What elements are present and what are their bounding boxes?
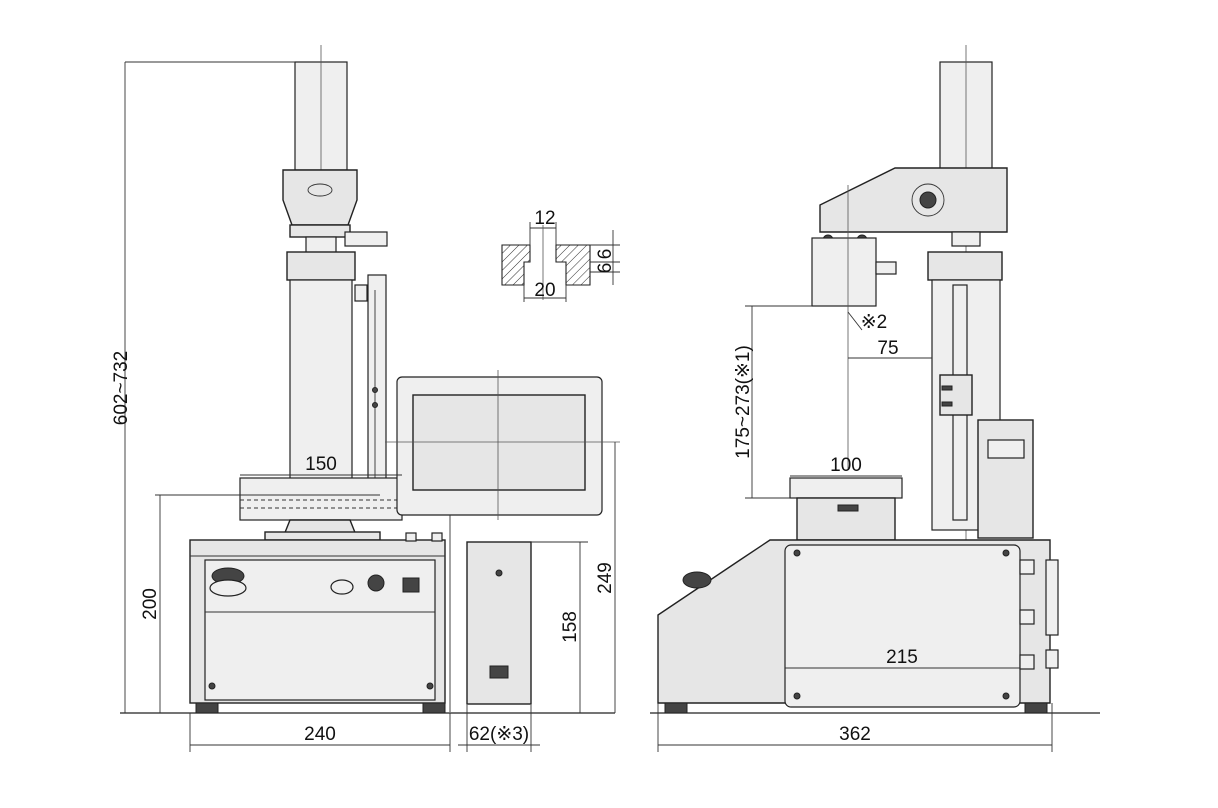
dim-side-depth: 362 — [839, 724, 871, 745]
dim-height-table: 200 — [140, 588, 161, 620]
dim-slot-top: 12 — [534, 208, 555, 229]
dim-table-depth: 100 — [830, 455, 862, 476]
dim-note-2: ※2 — [861, 312, 888, 333]
dim-base-width: 240 — [304, 724, 336, 745]
dim-slot-bottom: 20 — [534, 280, 555, 301]
dim-throat: 75 — [877, 338, 898, 359]
front-view: 602~732 200 150 240 62(※3) 158 249 — [111, 45, 620, 752]
dim-slot-depth-2: 6 — [595, 263, 616, 274]
dim-table-width: 150 — [305, 454, 337, 475]
side-view: ※2 75 175~273(※1) 100 215 362 — [650, 45, 1100, 752]
dim-base-inner: 215 — [886, 647, 918, 668]
dim-controller-height: 158 — [560, 611, 581, 643]
dim-slot-depth-1: 6 — [595, 249, 616, 260]
dim-monitor-height: 249 — [595, 562, 616, 594]
dim-controller-width: 62(※3) — [469, 724, 529, 745]
t-slot-detail: 12 20 6 6 — [501, 208, 620, 302]
dim-stroke-range: 175~273(※1) — [733, 345, 754, 459]
dim-height-total: 602~732 — [111, 351, 132, 426]
